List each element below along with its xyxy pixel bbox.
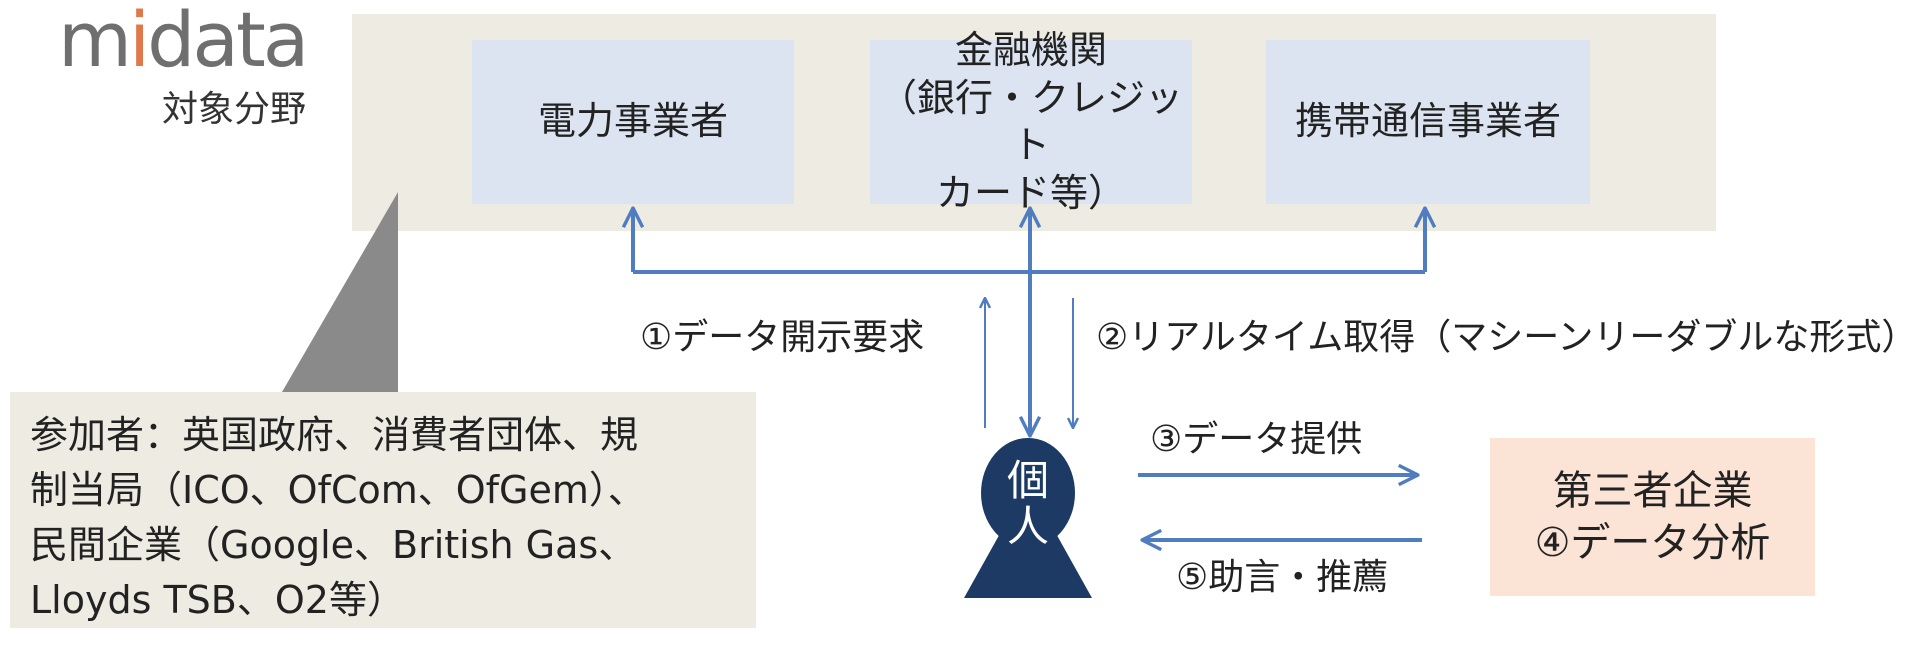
participants-callout: 参加者：英国政府、消費者団体、規 制当局（ICO、OfCom、OfGem）、 民… [10, 392, 756, 628]
sector-electricity: 電力事業者 [472, 40, 794, 204]
person-label-char-1: 個 [1006, 456, 1049, 505]
person-label: 個 人 [998, 456, 1058, 552]
callout-pointer [282, 192, 398, 392]
sector-finance-line-1: 金融機関 [954, 28, 1107, 72]
sector-finance-line-2: （銀行・クレジット [878, 75, 1183, 168]
step4-data-analysis-label: ④データ分析 [1534, 520, 1771, 566]
sector-mobile-label: 携帯通信事業者 [1294, 99, 1561, 144]
logo-text-accent: i [129, 0, 150, 84]
step2-realtime-acquire-label: ②リアルタイム取得（マシーンリーダブルな形式） [1096, 317, 1918, 358]
sector-mobile: 携帯通信事業者 [1266, 40, 1590, 204]
sector-electricity-label: 電力事業者 [537, 99, 728, 144]
midata-logo: midata [58, 2, 309, 78]
logo-subtitle: 対象分野 [162, 89, 307, 130]
person-label-char-2: 人 [1006, 502, 1049, 552]
logo-text-post: data [147, 0, 309, 84]
step1-data-request-label: ①データ開示要求 [640, 317, 925, 358]
step5-advice-label: ⑤助言・推薦 [1176, 557, 1389, 598]
participants-line-2: 制当局（ICO、OfCom、OfGem）、 [30, 468, 646, 512]
logo-text-pre: m [58, 0, 132, 84]
third-party-name: 第三者企業 [1552, 468, 1753, 514]
step3-data-provide-label: ③データ提供 [1150, 419, 1363, 460]
participants-line-4: Lloyds TSB、O2等） [30, 578, 405, 622]
person-icon [964, 438, 1092, 598]
participants-line-1: 参加者：英国政府、消費者団体、規 [30, 413, 639, 457]
third-party-box: 第三者企業 ④データ分析 [1490, 438, 1815, 596]
participants-line-3: 民間企業（Google、British Gas、 [30, 523, 637, 567]
